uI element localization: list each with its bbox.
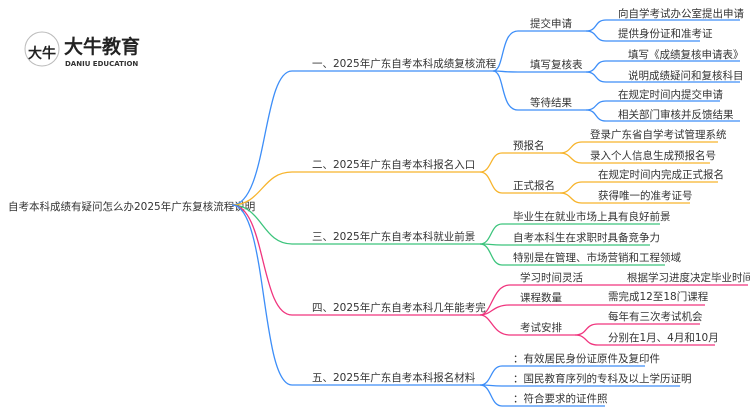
sub-node[interactable]: 考试安排 — [520, 321, 562, 334]
sub-node[interactable]: 课程数量 — [520, 291, 562, 304]
sub-node[interactable]: 填写复核表 — [530, 58, 583, 71]
branch-3 — [231, 204, 665, 266]
leaf-node[interactable]: 分别在1月、4月和10月 — [608, 332, 719, 344]
leaf-node[interactable]: 说明成绩疑问和复核科目 — [628, 69, 744, 82]
leaf-node[interactable]: 获得唯一的准考证号 — [598, 189, 693, 202]
leaf-node[interactable]: 根据学习进度决定毕业时间 — [627, 271, 750, 284]
logo: 大牛 大牛教育 DANIU EDUCATION — [24, 31, 140, 68]
leaf-node[interactable]: 自考本科生在求职时具备竞争力 — [513, 231, 660, 244]
root-node[interactable]: 自考本科成绩有疑问怎么办2025年广东复核流程说明 — [8, 200, 255, 213]
sub-node[interactable]: 提交申请 — [530, 17, 572, 30]
leaf-node[interactable]: 每年有三次考试机会 — [608, 310, 703, 323]
sub-node[interactable]: 学习时间灵活 — [520, 271, 583, 284]
branch-4-node[interactable]: 四、2025年广东自考本科几年能考完 — [312, 301, 486, 314]
sub-node[interactable]: 正式报名 — [513, 179, 555, 192]
branch-5-node[interactable]: 五、2025年广东自考本科报名材料 — [312, 371, 476, 384]
branch-3-node[interactable]: 三、2025年广东自考本科就业前景 — [312, 230, 475, 243]
branch-4 — [231, 204, 748, 346]
leaf-node[interactable]: 录入个人信息生成预报名号 — [590, 149, 716, 162]
logo-subtext: DANIU EDUCATION — [65, 60, 138, 68]
logo-badge-icon — [24, 31, 60, 67]
leaf-node[interactable]: 提供身份证和准考证 — [618, 27, 713, 40]
leaf-node[interactable]: 特别是在管理、市场营销和工程领域 — [513, 251, 681, 264]
leaf-node[interactable]: 登录广东省自学考试管理系统 — [590, 128, 727, 141]
leaf-node[interactable]: ：国民教育序列的专科及以上学历证明 — [513, 372, 692, 385]
leaf-node[interactable]: 向自学考试办公室提出申请 — [618, 7, 744, 20]
sub-node[interactable]: 预报名 — [513, 139, 545, 152]
leaf-node[interactable]: 在规定时间内完成正式报名 — [598, 168, 724, 181]
sub-node[interactable]: 等待结果 — [530, 96, 572, 109]
leaf-node[interactable]: ：有效居民身份证原件及复印件 — [513, 352, 660, 365]
logo-text: 大牛教育 — [64, 35, 140, 58]
leaf-node[interactable]: 在规定时间内提交申请 — [618, 88, 723, 101]
branch-2-node[interactable]: 二、2025年广东自考本科报名入口 — [312, 158, 475, 171]
branch-2 — [231, 141, 718, 206]
leaf-node[interactable]: 相关部门审核并反馈结果 — [618, 108, 734, 121]
leaf-node[interactable]: ：符合要求的证件照 — [513, 392, 608, 405]
branch-1-node[interactable]: 一、2025年广东自考本科成绩复核流程 — [312, 57, 497, 70]
leaf-node[interactable]: 毕业生在就业市场上具有良好前景 — [513, 210, 671, 223]
leaf-node[interactable]: 填写《成绩复核申请表》 — [628, 48, 744, 61]
branch-1 — [231, 19, 740, 206]
leaf-node[interactable]: 需完成12至18门课程 — [608, 290, 709, 303]
branch-5 — [231, 204, 680, 407]
logo-mark: 大牛 — [28, 45, 56, 62]
